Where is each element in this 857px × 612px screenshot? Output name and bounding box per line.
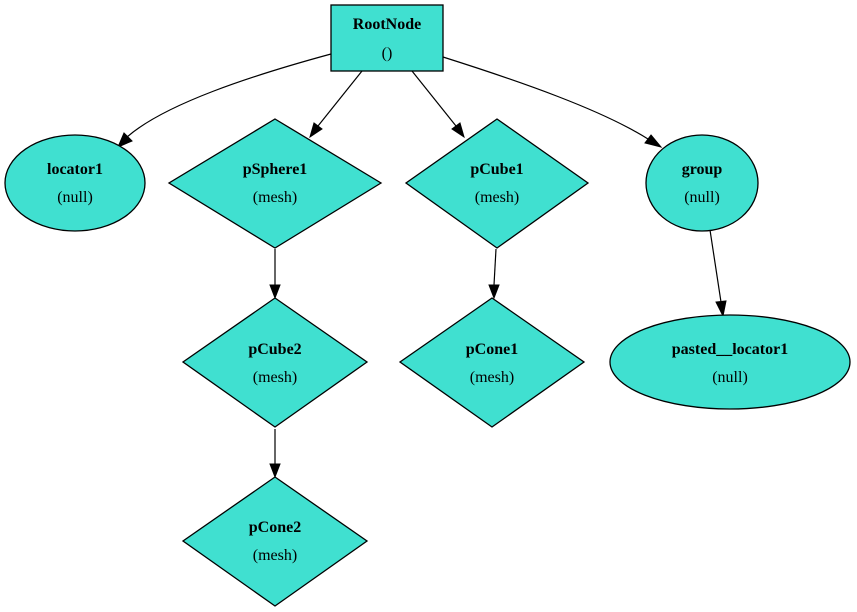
node-type: (mesh) bbox=[253, 189, 297, 206]
edge-pcube1-to-pcone1 bbox=[488, 248, 500, 300]
node-type: (null) bbox=[684, 189, 720, 206]
node-name: locator1 bbox=[47, 161, 103, 178]
node-group: group (null) bbox=[645, 134, 759, 232]
node-rootnode: RootNode () bbox=[330, 4, 444, 72]
node-locator1: locator1 (null) bbox=[4, 134, 146, 232]
node-name: pCone2 bbox=[249, 519, 301, 536]
edge-psphere1-to-pcube2 bbox=[269, 249, 281, 300]
edge-root-to-locator1 bbox=[117, 53, 332, 148]
edges bbox=[117, 53, 727, 479]
node-type: (mesh) bbox=[470, 369, 514, 386]
node-pcube1: pCube1 (mesh) bbox=[404, 118, 590, 249]
node-name: pCube1 bbox=[470, 161, 523, 178]
edge-root-to-pcube1 bbox=[411, 70, 465, 139]
node-pcone1: pCone1 (mesh) bbox=[398, 297, 586, 428]
node-name: pSphere1 bbox=[243, 161, 308, 178]
node-pcube2: pCube2 (mesh) bbox=[181, 297, 369, 428]
node-name: pCone1 bbox=[466, 341, 518, 358]
edge-pcube2-to-pcone2 bbox=[269, 429, 281, 479]
edge-group-to-pasted-locator1 bbox=[709, 229, 727, 318]
node-type: () bbox=[382, 45, 393, 62]
node-name: RootNode bbox=[353, 16, 421, 33]
node-pcone2: pCone2 (mesh) bbox=[181, 476, 369, 607]
node-name: group bbox=[682, 161, 723, 178]
node-type: (null) bbox=[57, 189, 93, 206]
edge-root-to-psphere1 bbox=[309, 70, 363, 139]
node-name: pCube2 bbox=[248, 341, 301, 358]
node-psphere1: pSphere1 (mesh) bbox=[167, 118, 383, 249]
edge-root-to-group bbox=[442, 56, 663, 148]
node-type: (mesh) bbox=[253, 369, 297, 386]
node-name: pasted__locator1 bbox=[672, 341, 788, 358]
node-type: (mesh) bbox=[253, 547, 297, 564]
node-pasted-locator1: pasted__locator1 (null) bbox=[609, 314, 851, 410]
node-type: (mesh) bbox=[475, 189, 519, 206]
node-type: (null) bbox=[712, 369, 748, 386]
